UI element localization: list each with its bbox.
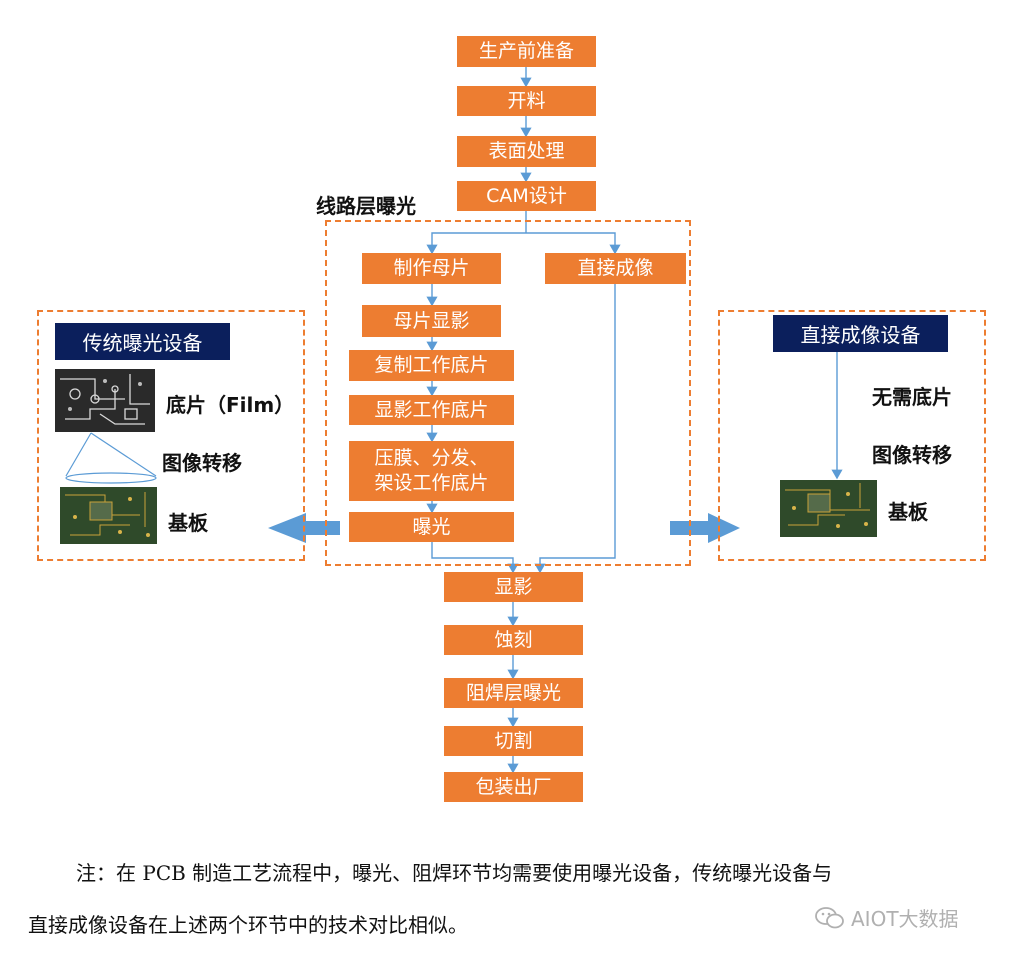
step-cam-design: CAM设计 [457,181,596,211]
no-film-label: 无需底片 [872,385,952,409]
direct-imaging-equipment-frame [718,310,986,561]
direct-transfer-label: 图像转移 [872,443,952,467]
projection-cone-icon [65,432,157,484]
step-develop-working-film: 显影工作底片 [349,395,514,425]
step-direct-imaging: 直接成像 [545,253,686,284]
traditional-substrate-label: 基板 [168,511,208,535]
traditional-substrate-image [60,487,157,544]
step-laminate-distribute: 压膜、分发、 架设工作底片 [349,441,514,501]
film-image [55,369,155,432]
step-cut: 切割 [444,726,583,756]
watermark: AIOT大数据 [815,903,959,932]
section-title: 线路层曝光 [316,194,416,218]
step-solder-mask-exposure: 阻焊层曝光 [444,678,583,708]
step-packaging: 包装出厂 [444,772,583,802]
step-etching: 蚀刻 [444,625,583,655]
traditional-equipment-frame [37,310,305,561]
step-surface-treatment: 表面处理 [457,136,596,167]
step-exposure: 曝光 [349,512,514,542]
traditional-equipment-title: 传统曝光设备 [55,323,230,360]
note-line-2: 直接成像设备在上述两个环节中的技术对比相似。 [28,913,468,937]
step-develop: 显影 [444,572,583,602]
direct-substrate-image [780,480,877,537]
wechat-icon [815,906,844,928]
step-master-develop: 母片显影 [362,305,501,337]
step-preproduction: 生产前准备 [457,36,596,67]
direct-substrate-label: 基板 [888,500,928,524]
direct-equipment-title: 直接成像设备 [773,315,948,352]
note-line-1: 注：在 PCB 制造工艺流程中，曝光、阻焊环节均需要使用曝光设备，传统曝光设备与 [76,861,833,885]
circuit-exposure-frame [325,220,691,566]
traditional-transfer-label: 图像转移 [162,451,242,475]
film-label: 底片（Film） [166,393,295,417]
step-copy-working-film: 复制工作底片 [349,350,514,381]
arrow-right-icon [670,513,740,543]
step-make-master: 制作母片 [362,253,501,284]
step-cutting-material: 开料 [457,86,596,116]
watermark-text: AIOT大数据 [851,907,959,931]
